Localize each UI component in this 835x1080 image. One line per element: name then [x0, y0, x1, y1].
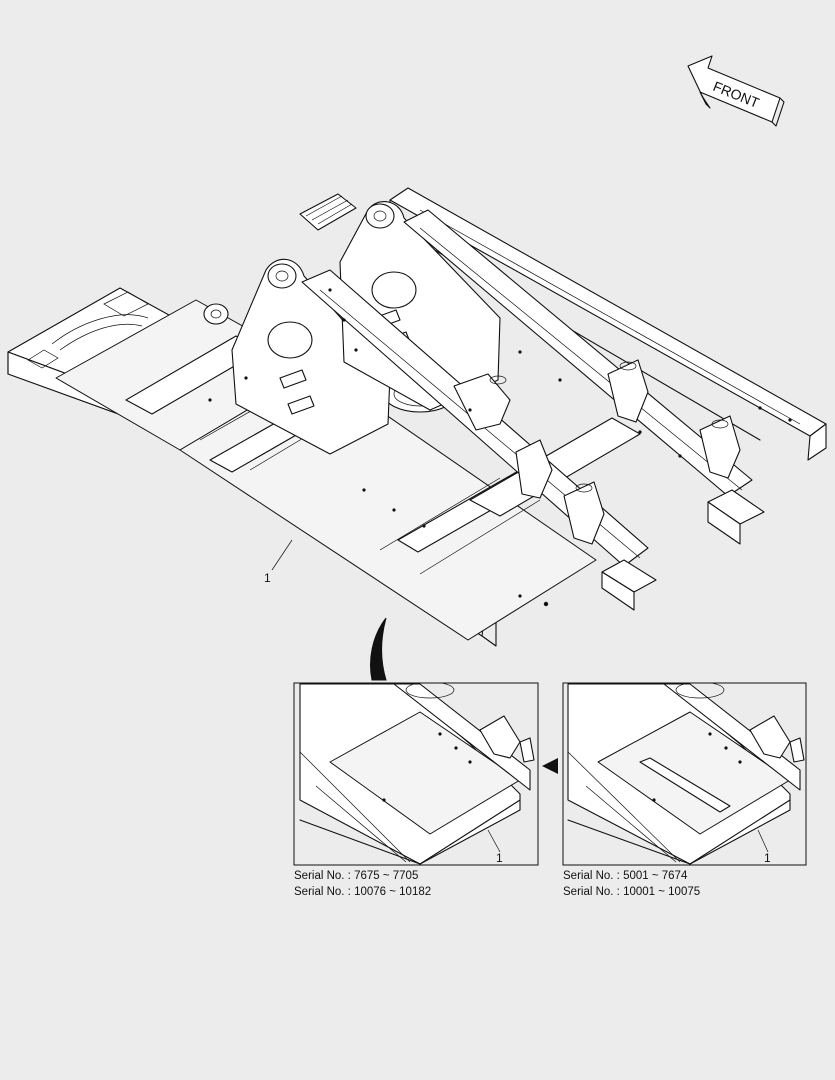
front-direction-arrow: FRONT	[687, 55, 785, 127]
serial-caption-left: Serial No. : 7675 ~ 7705 Serial No. : 10…	[294, 868, 431, 900]
serial-line: Serial No. : 10076 ~ 10182	[294, 886, 432, 898]
detail-view-right: 1	[562, 682, 807, 866]
main-callout-leader	[271, 539, 293, 571]
detail-view-left: 1	[293, 682, 539, 866]
serial-line: Serial No. : 7675 ~ 7705	[294, 870, 419, 882]
serial-line: Serial No. : 10001 ~ 10075	[563, 886, 701, 898]
upper-frame-main-view	[7, 187, 827, 647]
detail-left-callout: 1	[496, 851, 503, 865]
detail-right-callout: 1	[764, 851, 771, 865]
main-callout-number: 1	[264, 571, 271, 585]
detail-indicator-arrow	[370, 617, 387, 681]
serial-caption-right: Serial No. : 5001 ~ 7674 Serial No. : 10…	[563, 868, 700, 900]
detail-pointer-triangle	[542, 758, 558, 774]
serial-line: Serial No. : 5001 ~ 7674	[563, 870, 688, 882]
